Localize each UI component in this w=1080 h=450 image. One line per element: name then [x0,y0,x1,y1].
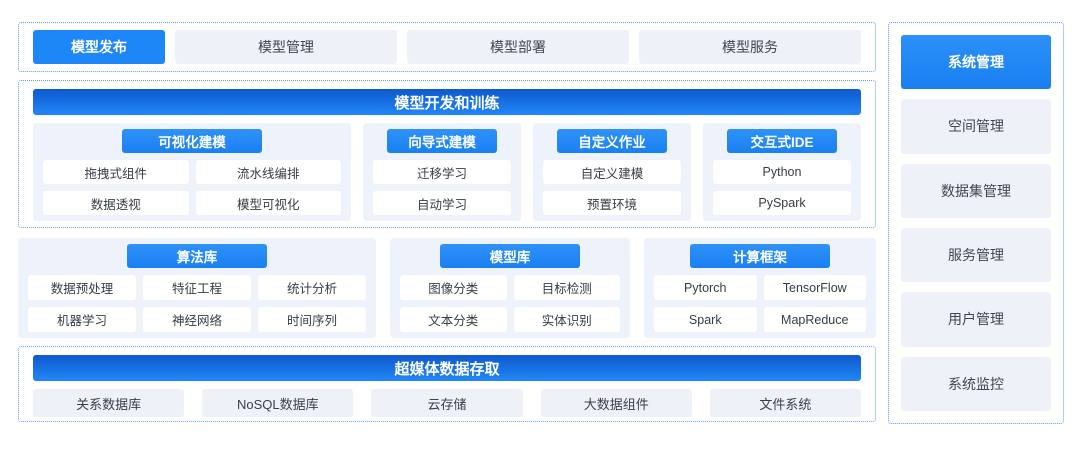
tab-model-service[interactable]: 模型服务 [639,30,861,64]
panel-compute-frameworks-header: 计算框架 [690,244,830,268]
storage-bigdata-components: 大数据组件 [540,389,692,417]
panel-algorithm-library-header: 算法库 [127,244,267,268]
feature-data-preprocessing: 数据预处理 [28,275,136,300]
feature-neural-network: 神经网络 [143,307,251,332]
panel-interactive-ide: 交互式IDE Python PySpark [703,123,861,221]
tab-model-deploy[interactable]: 模型部署 [407,30,629,64]
interactive-ide-items: Python PySpark [713,160,851,215]
panel-model-library: 模型库 图像分类 目标检测 文本分类 实体识别 [390,238,630,338]
feature-drag-components: 拖拽式组件 [43,160,189,184]
panel-model-library-header: 模型库 [440,244,580,268]
feature-feature-engineering: 特征工程 [143,275,251,300]
panel-algorithm-library: 算法库 数据预处理 特征工程 统计分析 机器学习 神经网络 时间序列 [18,238,376,338]
storage-relational-db: 关系数据库 [33,389,185,417]
feature-pipeline-orchestration: 流水线编排 [195,160,341,184]
model-library-items: 图像分类 目标检测 文本分类 实体识别 [400,275,620,332]
system-management-sidebar: 系统管理 空间管理 数据集管理 服务管理 用户管理 系统监控 [888,22,1064,424]
feature-spark: Spark [654,307,757,332]
data-access-items: 关系数据库 NoSQL数据库 云存储 大数据组件 文件系统 [33,389,862,417]
algorithm-library-items: 数据预处理 特征工程 统计分析 机器学习 神经网络 时间序列 [28,275,366,332]
feature-object-detection: 目标检测 [513,275,620,300]
dev-columns: 可视化建模 拖拽式组件 流水线编排 数据透视 模型可视化 向导式建模 迁移学习 … [33,123,861,221]
sidebar-item-dataset-management[interactable]: 数据集管理 [901,163,1051,218]
libraries-row: 算法库 数据预处理 特征工程 统计分析 机器学习 神经网络 时间序列 模型库 图… [18,238,876,338]
feature-image-classification: 图像分类 [400,275,507,300]
panel-compute-frameworks: 计算框架 Pytorch TensorFlow Spark MapReduce [644,238,876,338]
visual-modeling-items: 拖拽式组件 流水线编排 数据透视 模型可视化 [43,160,341,215]
tab-model-publish[interactable]: 模型发布 [33,30,165,64]
feature-model-visualization: 模型可视化 [195,191,341,215]
feature-pytorch: Pytorch [654,275,757,300]
compute-frameworks-items: Pytorch TensorFlow Spark MapReduce [654,275,866,332]
feature-mapreduce: MapReduce [763,307,866,332]
custom-jobs-items: 自定义建模 预置环境 [543,160,681,215]
model-dev-training-section: 模型开发和训练 可视化建模 拖拽式组件 流水线编排 数据透视 模型可视化 向导式… [18,80,876,228]
feature-time-series: 时间序列 [258,307,366,332]
panel-custom-jobs-header: 自定义作业 [556,129,668,153]
feature-text-classification: 文本分类 [400,307,507,332]
feature-statistical-analysis: 统计分析 [258,275,366,300]
data-access-title: 超媒体数据存取 [33,355,861,381]
data-access-section: 超媒体数据存取 关系数据库 NoSQL数据库 云存储 大数据组件 文件系统 [18,346,876,422]
feature-machine-learning: 机器学习 [28,307,136,332]
panel-visual-modeling-header: 可视化建模 [122,129,262,153]
storage-cloud-storage: 云存储 [371,389,523,417]
model-dev-training-title: 模型开发和训练 [33,89,861,115]
feature-entity-recognition: 实体识别 [513,307,620,332]
tab-model-manage[interactable]: 模型管理 [175,30,397,64]
feature-tensorflow: TensorFlow [763,275,866,300]
sidebar-item-user-management[interactable]: 用户管理 [901,292,1051,347]
panel-guided-modeling-header: 向导式建模 [386,129,498,153]
model-tabs-group: 模型发布 模型管理 模型部署 模型服务 [18,22,876,72]
sidebar-item-system-management[interactable]: 系统管理 [901,35,1051,90]
panel-interactive-ide-header: 交互式IDE [726,129,838,153]
sidebar-item-system-monitoring[interactable]: 系统监控 [901,356,1051,411]
sidebar-item-service-management[interactable]: 服务管理 [901,227,1051,283]
panel-guided-modeling: 向导式建模 迁移学习 自动学习 [363,123,521,221]
feature-transfer-learning: 迁移学习 [373,160,511,184]
panel-custom-jobs: 自定义作业 自定义建模 预置环境 [533,123,691,221]
storage-nosql-db: NoSQL数据库 [202,389,354,417]
feature-pyspark: PySpark [713,191,851,215]
sidebar-item-space-management[interactable]: 空间管理 [901,99,1051,154]
feature-auto-learning: 自动学习 [373,191,511,215]
panel-visual-modeling: 可视化建模 拖拽式组件 流水线编排 数据透视 模型可视化 [33,123,351,221]
storage-file-system: 文件系统 [709,389,862,417]
guided-modeling-items: 迁移学习 自动学习 [373,160,511,215]
feature-data-pivot: 数据透视 [43,191,189,215]
feature-python: Python [713,160,851,184]
feature-preset-environment: 预置环境 [543,191,681,215]
feature-custom-modeling: 自定义建模 [543,160,681,184]
